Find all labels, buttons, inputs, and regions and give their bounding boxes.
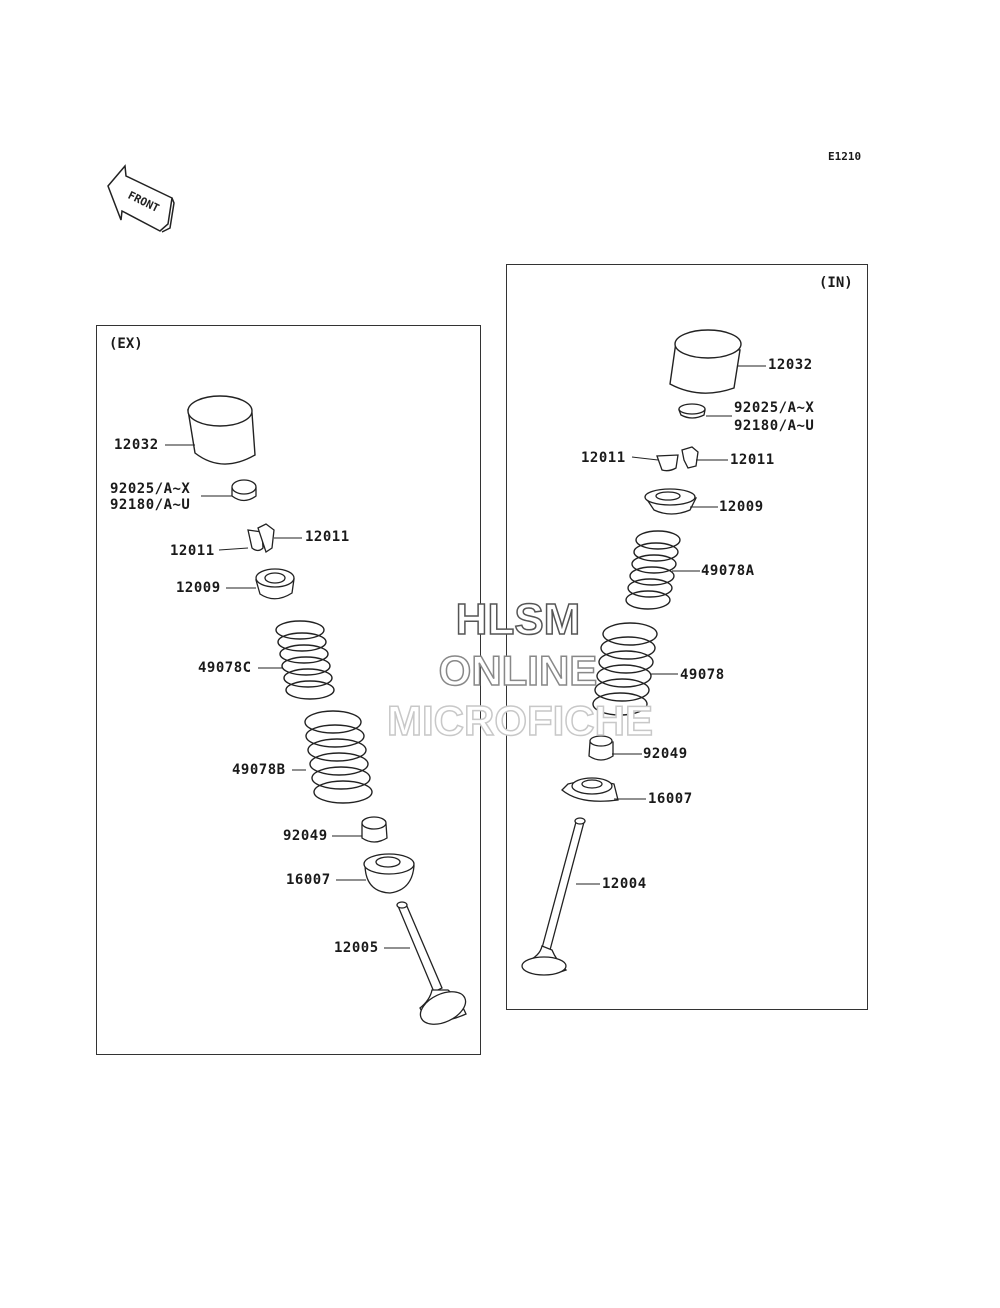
ex-label-keeper-right: 12011: [305, 529, 350, 545]
ex-label-seat: 16007: [286, 872, 331, 888]
ex-label-spring-inner: 49078C: [198, 660, 252, 676]
diagram-code: E1210: [828, 150, 862, 163]
ex-label-shim-a: 92025/A~X: [110, 481, 191, 497]
ex-panel: (EX): [96, 325, 481, 1055]
in-panel-title: (IN): [819, 275, 853, 291]
in-retainer: [644, 488, 698, 515]
ex-label-tappet: 12032: [114, 437, 159, 453]
in-tappet: [669, 329, 742, 394]
in-label-keeper-right: 12011: [730, 452, 775, 468]
front-arrow-icon: FRONT: [107, 164, 175, 233]
in-seal: [588, 735, 614, 761]
in-keepers: [656, 446, 699, 472]
ex-leader-lines: [165, 444, 410, 949]
in-label-keeper-left: 12011: [581, 450, 626, 466]
watermark-line-2: ONLINE: [438, 647, 598, 694]
in-label-seal: 92049: [643, 746, 688, 762]
ex-label-retainer: 12009: [176, 580, 221, 596]
in-leader-lines: [576, 365, 766, 885]
in-label-tappet: 12032: [768, 357, 813, 373]
ex-spring-outer: [304, 710, 373, 804]
in-label-shim-a: 92025/A~X: [734, 400, 815, 416]
ex-spring-inner: [275, 620, 335, 700]
ex-label-seal: 92049: [283, 828, 328, 844]
ex-seat: [363, 853, 415, 894]
in-valve: [521, 817, 586, 976]
ex-tappet: [187, 395, 256, 465]
in-panel: (IN): [506, 264, 868, 1010]
ex-valve: [396, 901, 467, 1025]
ex-keepers: [247, 523, 275, 554]
in-seat: [561, 777, 619, 802]
ex-label-shim-b: 92180/A~U: [110, 497, 191, 513]
watermark-line-3: MICROFICHE: [386, 697, 654, 744]
ex-retainer: [255, 568, 295, 600]
ex-panel-title: (EX): [109, 336, 143, 352]
in-label-retainer: 12009: [719, 499, 764, 515]
ex-label-valve: 12005: [334, 940, 379, 956]
watermark-line-1: HLSM: [455, 595, 581, 644]
in-spring-outer: [592, 622, 658, 716]
ex-label-keeper-left: 12011: [170, 543, 215, 559]
in-label-spring-inner: 49078A: [701, 563, 755, 579]
in-label-shim-b: 92180/A~U: [734, 418, 815, 434]
ex-seal: [361, 816, 388, 843]
in-label-valve: 12004: [602, 876, 647, 892]
in-label-seat: 16007: [648, 791, 693, 807]
ex-label-spring-outer: 49078B: [232, 762, 286, 778]
in-shim: [678, 403, 706, 419]
in-spring-inner: [625, 530, 681, 610]
in-label-spring-outer: 49078: [680, 667, 725, 683]
ex-shim: [231, 479, 257, 502]
